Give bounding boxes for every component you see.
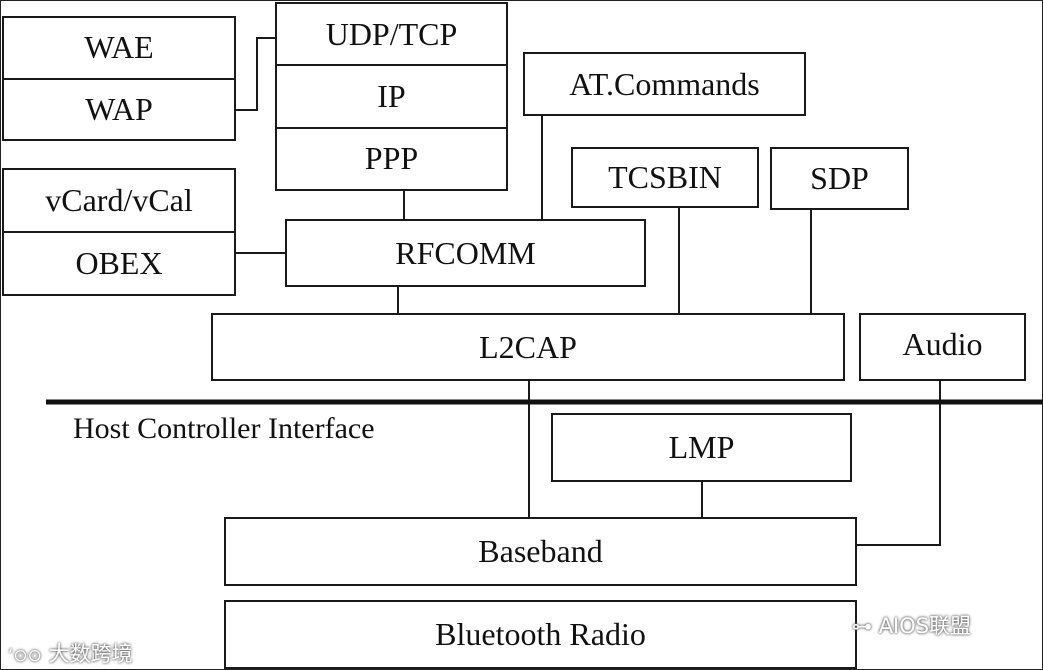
rfcomm-box: RFCOMM xyxy=(285,219,646,287)
vcard-vcal-box: vCard/vCal xyxy=(45,182,193,218)
tcsbin-box: TCSBIN xyxy=(571,147,759,208)
watermark-left-logo-icon: ʻ⊙⊙ xyxy=(8,646,42,666)
watermark-left: ʻ⊙⊙ 大数跨境 xyxy=(8,638,133,668)
udp-ip-ppp-stack: UDP/TCP IP PPP xyxy=(275,2,508,191)
bluetooth-radio-box: Bluetooth Radio xyxy=(224,600,857,669)
wechat-icon: ⊶ xyxy=(852,614,872,638)
hci-label: Host Controller Interface xyxy=(73,412,375,445)
watermark-right-text: AIOS联盟 xyxy=(878,614,972,638)
wap-box: WAP xyxy=(4,77,234,140)
wae-box: WAE xyxy=(84,29,154,66)
obex-box: OBEX xyxy=(4,231,234,294)
audio-box: Audio xyxy=(859,313,1026,381)
udp-tcp-box: UDP/TCP xyxy=(325,15,458,52)
wae-wap-stack: WAE WAP xyxy=(2,16,236,141)
watermark-left-text: 大数跨境 xyxy=(48,642,133,666)
sdp-box: SDP xyxy=(770,147,909,210)
audio-to-baseband-line xyxy=(856,380,941,546)
l2cap-box: L2CAP xyxy=(211,313,845,381)
baseband-box: Baseband xyxy=(224,517,857,586)
ip-box: IP xyxy=(277,64,506,126)
ppp-box: PPP xyxy=(277,126,506,189)
lmp-box: LMP xyxy=(551,413,852,482)
at-commands-box: AT.Commands xyxy=(523,52,806,116)
watermark-right: ⊶ AIOS联盟 xyxy=(852,610,971,640)
wap-to-udptcp-line xyxy=(236,37,276,111)
vcard-obex-stack: vCard/vCal OBEX xyxy=(2,168,236,296)
